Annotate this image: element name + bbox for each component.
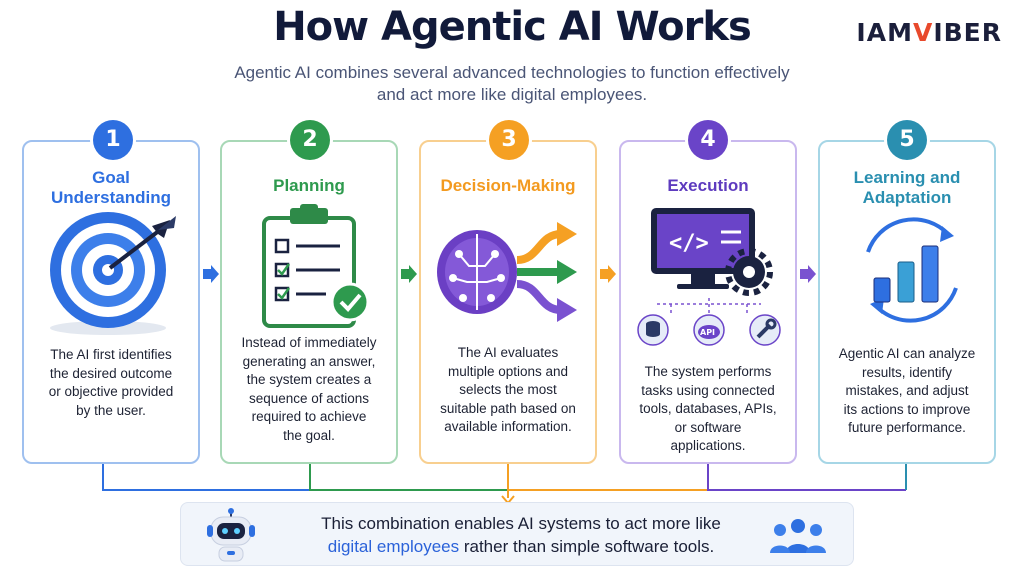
step-badge-3: 3 bbox=[489, 120, 529, 160]
desc-line: multiple options and bbox=[447, 363, 569, 379]
desc-line: by the user. bbox=[76, 402, 146, 418]
desc-line: tools, databases, APIs, bbox=[639, 401, 777, 416]
people-group-icon bbox=[770, 519, 826, 553]
summary-line-1: This combination enables AI systems to a… bbox=[321, 514, 721, 533]
page-title: How Agentic AI Works bbox=[273, 4, 752, 50]
desc-line: mistakes, and adjust bbox=[845, 383, 969, 398]
step-title-line-2: Adaptation bbox=[862, 188, 952, 207]
step-badge-4: 4 bbox=[688, 120, 728, 160]
svg-text:</>: </> bbox=[669, 231, 709, 256]
growth-cycle-icon bbox=[866, 217, 958, 323]
summary-line-2-rest: rather than simple software tools. bbox=[459, 537, 715, 556]
step-title: Learning and Adaptation bbox=[820, 168, 994, 208]
arrow-right-icon bbox=[203, 265, 219, 283]
desc-line: generating an answer, bbox=[242, 353, 376, 369]
step-description: Instead of immediately generating an ans… bbox=[232, 334, 386, 445]
step-title-line-1: Decision-Making bbox=[440, 176, 576, 195]
desc-line: or objective provided bbox=[48, 384, 174, 399]
robot-icon bbox=[207, 508, 255, 562]
desc-line: Instead of immediately bbox=[241, 335, 377, 350]
step-title: Goal Understanding bbox=[24, 168, 198, 208]
desc-line: or software bbox=[674, 419, 742, 435]
summary-banner: This combination enables AI systems to a… bbox=[180, 502, 854, 566]
summary-line-2: digital employees rather than simple sof… bbox=[281, 535, 761, 558]
step-description: Agentic AI can analyze results, identify… bbox=[830, 345, 984, 438]
step-title-line-1: Execution bbox=[667, 176, 749, 195]
desc-line: Agentic AI can analyze bbox=[838, 346, 976, 361]
target-icon bbox=[50, 212, 176, 335]
desc-line: selects the most bbox=[459, 382, 557, 397]
summary-text: This combination enables AI systems to a… bbox=[281, 512, 761, 558]
desc-line: future performance. bbox=[848, 420, 966, 435]
step-title-line-2: Understanding bbox=[51, 188, 171, 207]
desc-line: results, identify bbox=[861, 364, 953, 380]
api-label: API bbox=[700, 328, 715, 337]
clipboard-checklist-icon bbox=[262, 204, 370, 328]
desc-line: its actions to improve bbox=[843, 401, 971, 417]
step-title-line-1: Planning bbox=[273, 176, 345, 195]
step-title-line-1: Learning and bbox=[853, 168, 961, 187]
arrow-right-icon bbox=[800, 265, 816, 283]
desc-line: The AI evaluates bbox=[457, 345, 559, 360]
desc-line: The AI first identifies bbox=[50, 347, 172, 362]
logo-part-2: IBER bbox=[933, 18, 1002, 47]
arrow-right-icon bbox=[401, 265, 417, 283]
step-card-execution: Execution </> API The system performs ta… bbox=[619, 140, 797, 464]
step-title: Decision-Making bbox=[421, 176, 595, 196]
step-badge-1: 1 bbox=[93, 120, 133, 160]
monitor-code-icon: </> API bbox=[637, 208, 781, 346]
step-card-learning-adaptation: Learning and Adaptation Agentic AI can a… bbox=[818, 140, 996, 464]
step-card-decision-making: Decision-Making The AI evaluates multipl… bbox=[419, 140, 597, 464]
desc-line: tasks using connected bbox=[641, 382, 775, 398]
logo-part-1: IAM bbox=[856, 18, 913, 47]
desc-line: the goal. bbox=[283, 427, 335, 443]
page-subtitle: Agentic AI combines several advanced tec… bbox=[0, 62, 1024, 106]
step-description: The AI evaluates multiple options and se… bbox=[431, 344, 585, 437]
step-title-line-1: Goal bbox=[92, 168, 130, 187]
step-card-goal-understanding: Goal Understanding The AI first identifi… bbox=[22, 140, 200, 464]
desc-line: available information. bbox=[444, 419, 572, 434]
step-description: The system performs tasks using connecte… bbox=[631, 363, 785, 456]
step-description: The AI first identifies the desired outc… bbox=[34, 346, 188, 420]
brain-paths-icon bbox=[437, 222, 577, 322]
step-title: Execution bbox=[621, 176, 795, 196]
step-card-planning: Planning Instead of immediately generati… bbox=[220, 140, 398, 464]
desc-line: sequence of actions bbox=[248, 390, 370, 406]
step-badge-2: 2 bbox=[290, 120, 330, 160]
step-title: Planning bbox=[222, 176, 396, 196]
desc-line: the desired outcome bbox=[49, 365, 173, 381]
desc-line: required to achieve bbox=[251, 409, 367, 424]
desc-line: suitable path based on bbox=[440, 400, 576, 416]
step-badge-5: 5 bbox=[887, 120, 927, 160]
summary-highlight: digital employees bbox=[327, 537, 460, 556]
arrow-right-icon bbox=[600, 265, 616, 283]
brand-logo: IAMVIBER bbox=[856, 18, 1002, 47]
subtitle-line-2: and act more like digital employees. bbox=[376, 85, 648, 104]
desc-line: applications. bbox=[670, 438, 746, 453]
desc-line: the system creates a bbox=[246, 372, 372, 387]
logo-part-accent: V bbox=[912, 18, 934, 47]
desc-line: The system performs bbox=[644, 364, 772, 379]
subtitle-line-1: Agentic AI combines several advanced tec… bbox=[234, 63, 790, 82]
